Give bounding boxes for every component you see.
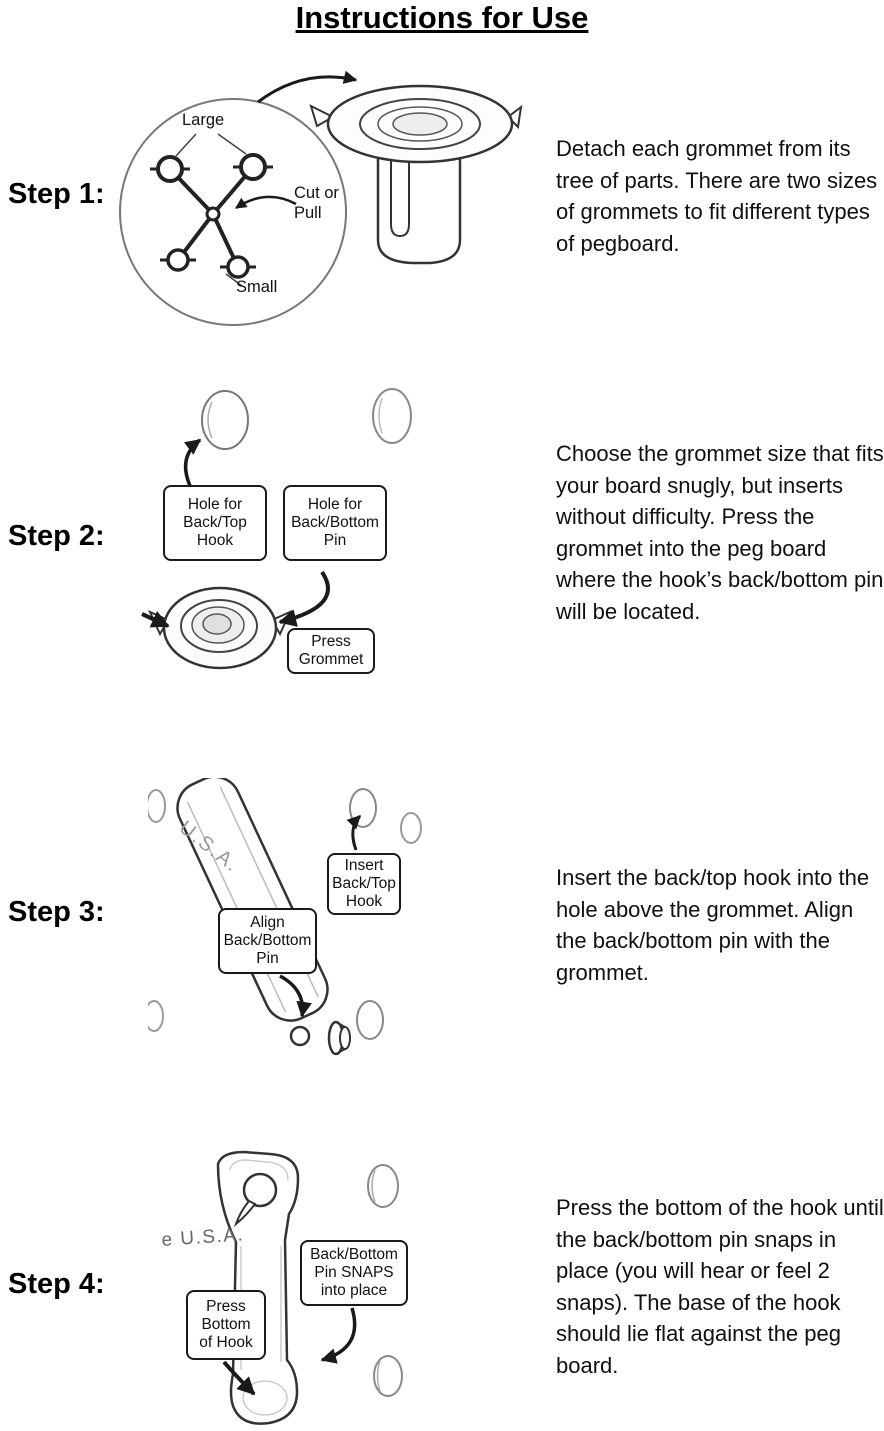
step-4-text: Press the bottom of the hook until the b… xyxy=(556,1195,884,1378)
step-3-text: Insert the back/top hook into the hole a… xyxy=(556,865,870,985)
align-pin-arrow xyxy=(279,974,312,1018)
step-2-text: Choose the grommet size that fits your b… xyxy=(556,441,884,624)
callout-cut-or-pull: Cut or Pull xyxy=(294,184,339,222)
step-3-illustration: U.S.A. Insert Back/Top Hook Align Back/B… xyxy=(148,778,433,1083)
grommet-drawing xyxy=(309,84,523,265)
press-direction-arrow xyxy=(141,611,170,628)
large-grommet-ring xyxy=(239,153,267,181)
detach-arrow xyxy=(257,70,358,104)
callout-insert-hook: Insert Back/Top Hook xyxy=(327,853,401,915)
large-grommet-ring xyxy=(156,155,184,183)
callout-large: Large xyxy=(182,111,225,129)
step-2-illustration: Hole for Back/Top Hook Hole for Back/Bot… xyxy=(140,378,430,700)
grommet-front-drawing xyxy=(148,586,292,670)
small-grommet-ring xyxy=(166,248,190,272)
callout-hole-back-bottom: Hole for Back/Bottom Pin xyxy=(283,485,387,561)
page-title: Instructions for Use xyxy=(295,0,589,35)
press-bottom-arrow xyxy=(222,1360,256,1396)
callout-small: Small xyxy=(236,278,278,296)
callout-hole-back-top: Hole for Back/Top Hook xyxy=(163,485,267,561)
parts-tree-drawing xyxy=(119,98,347,326)
step-2-label: Step 2: xyxy=(8,520,105,552)
back-bottom-pin xyxy=(289,1025,311,1047)
hole-pointer-arrow xyxy=(183,438,202,491)
callout-align-pin: Align Back/Bottom Pin xyxy=(218,908,317,974)
insert-hook-arrow xyxy=(346,814,362,851)
hook-base-drawing: e U.S.A. xyxy=(161,1150,300,1425)
callout-press-grommet: Press Grommet xyxy=(287,628,375,674)
step-1-illustration: Large Cut or Pull Small xyxy=(108,62,523,337)
small-grommet-ring xyxy=(226,255,250,279)
to-grommet-arrow xyxy=(278,570,330,627)
step-4-label: Step 4: xyxy=(8,1268,105,1300)
step-1-label: Step 1: xyxy=(8,178,105,210)
callout-pin-snaps: Back/Bottom Pin SNAPS into place xyxy=(300,1240,408,1306)
step-2-diagram xyxy=(141,388,412,670)
cut-or-pull-arrow xyxy=(235,195,297,210)
callout-press-bottom: Press Bottom of Hook xyxy=(186,1290,266,1360)
top-hook-hole xyxy=(242,1172,278,1208)
snap-arrow xyxy=(320,1307,357,1364)
step-1-diagram xyxy=(119,70,523,326)
step-1-text: Detach each grommet from its tree of par… xyxy=(556,136,878,256)
pegboard-holes xyxy=(201,388,412,450)
usa-marking-text: e U.S.A. xyxy=(161,1224,245,1251)
step-3-label: Step 3: xyxy=(8,896,105,928)
step-4-illustration: e U.S.A. Back/Bottom Pin SNAPS into plac… xyxy=(148,1148,433,1431)
pegboard-holes xyxy=(367,1164,403,1397)
pegboard-holes xyxy=(148,788,422,1040)
